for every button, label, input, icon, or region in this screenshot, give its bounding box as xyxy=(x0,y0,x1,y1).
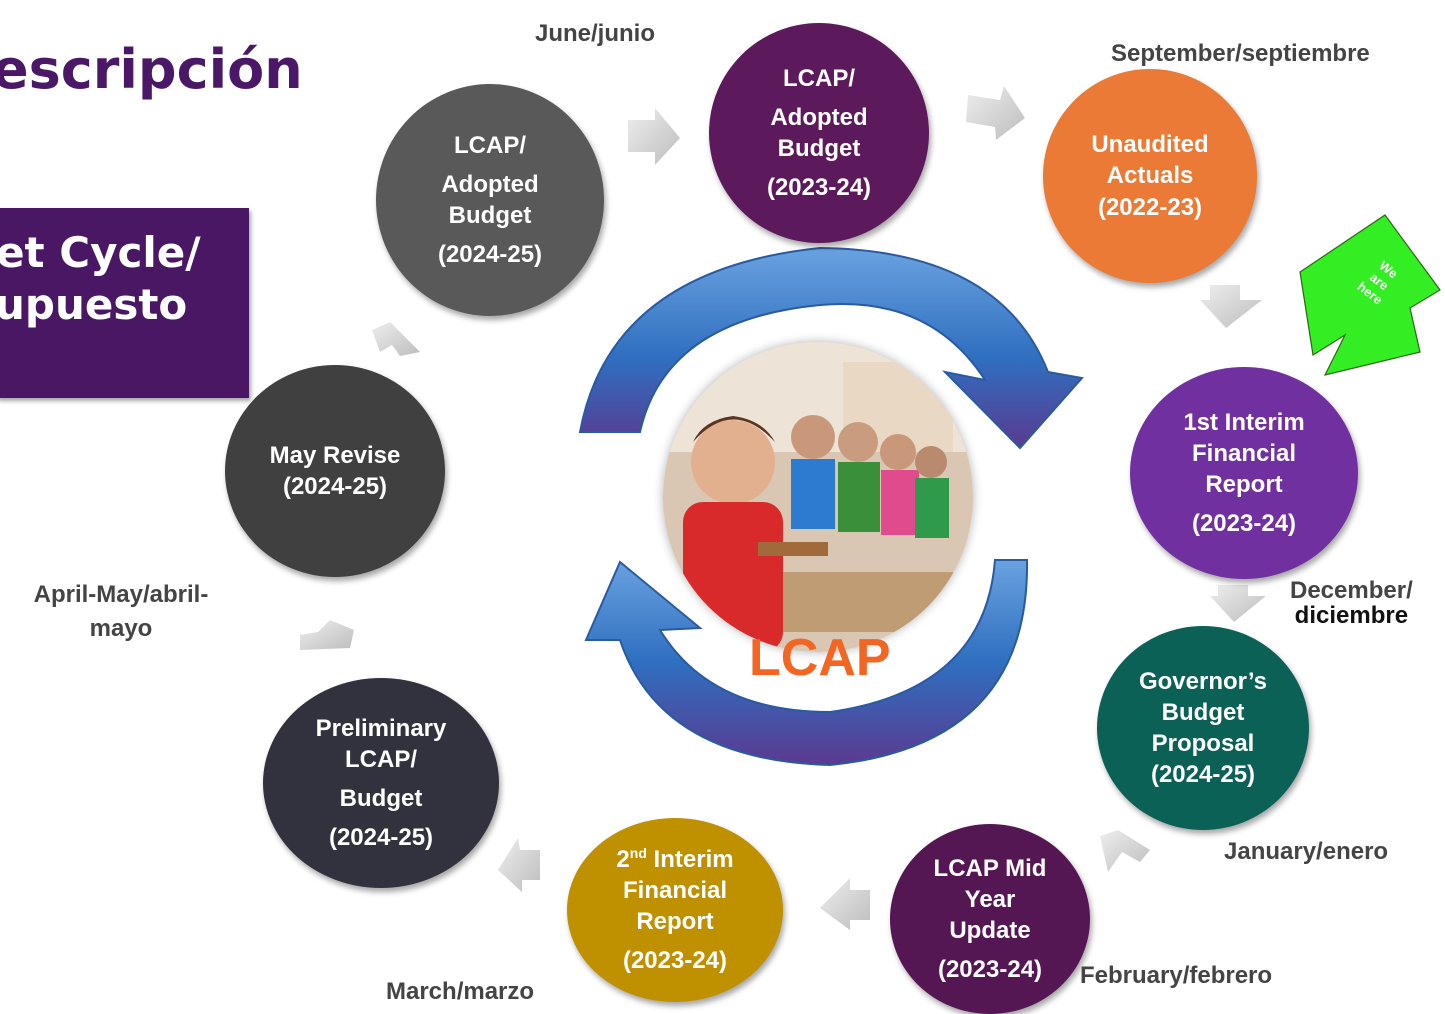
chevron-up-icon xyxy=(300,620,354,650)
bottom-cycle-arrow xyxy=(584,559,1029,767)
node-december-first-interim: 1st Interim Financial Report (2023-24) xyxy=(1130,367,1358,579)
node-line: Budget xyxy=(448,202,532,229)
month-december: December/ diciembre xyxy=(1290,577,1413,630)
node-line: Adopted xyxy=(441,170,539,198)
month-april-line2: mayo xyxy=(89,614,153,642)
children-photo-image xyxy=(663,342,973,652)
page-title: escripción xyxy=(0,38,303,101)
node-preliminary-lcap-budget: Preliminary LCAP/ Budget (2024-25) xyxy=(263,678,499,888)
chevron-left-icon xyxy=(820,878,870,930)
month-april-may: April-May/abril- mayo xyxy=(12,578,230,645)
node-line: Report xyxy=(636,908,714,935)
node-line: Adopted xyxy=(770,103,868,131)
node-line: Report xyxy=(1205,471,1283,498)
we-are-here-arrow xyxy=(1299,214,1441,376)
node-line: Financial xyxy=(622,876,728,904)
classroom-photo xyxy=(663,342,973,652)
node-line: Year xyxy=(964,885,1016,913)
center-lcap-label: LCAP xyxy=(749,629,891,687)
month-september: September/septiembre xyxy=(1111,40,1370,67)
chevron-down-left-icon xyxy=(1100,830,1150,872)
node-line: Proposal xyxy=(1151,730,1255,757)
node-january-governors-budget: Governor’s Budget Proposal (2024-25) xyxy=(1097,626,1309,830)
node-line: (2024-25) xyxy=(437,241,543,269)
node-line: LCAP/ xyxy=(454,131,526,159)
node-line: Governor’s xyxy=(1138,667,1268,695)
node-line: (2023-24) xyxy=(937,956,1043,984)
node-line: (2024-25) xyxy=(328,824,434,852)
node-line: (2023-24) xyxy=(766,174,872,202)
node-next-adopted-budget: LCAP/ Adopted Budget (2024-25) xyxy=(376,84,604,316)
ordinal-number: 2 xyxy=(616,845,630,873)
node-february-lcap-mid-year: LCAP Mid Year Update (2023-24) xyxy=(890,824,1090,1014)
month-december-line2: diciembre xyxy=(1294,602,1409,630)
node-line: LCAP Mid xyxy=(933,854,1047,882)
node-line: Preliminary xyxy=(315,714,447,742)
node-line: (2024-25) xyxy=(282,473,388,500)
node-line: Actuals xyxy=(1106,162,1194,190)
node-line: Budget xyxy=(1161,698,1245,726)
node-may-revise: May Revise (2024-25) xyxy=(225,365,445,577)
node-june-adopted-budget: LCAP/ Adopted Budget (2023-24) xyxy=(709,23,929,243)
node-line: 2nd Interim xyxy=(616,844,733,875)
node-line: 1st Interim xyxy=(1183,408,1305,436)
chevron-right-icon xyxy=(966,86,1025,140)
chevron-up-icon xyxy=(372,322,420,356)
chevron-left-icon xyxy=(498,838,540,892)
month-february: February/febrero xyxy=(1080,962,1273,989)
node-line: (2023-24) xyxy=(1191,510,1297,538)
node-line: Unaudited xyxy=(1091,131,1209,159)
ordinal-suffix: nd xyxy=(629,844,647,861)
banner-line-2: supuesto xyxy=(0,280,188,329)
node-line: Update xyxy=(949,917,1031,944)
banner-line-1: get Cycle/ xyxy=(0,228,201,277)
node-line: LCAP/ xyxy=(783,64,855,92)
node-line: LCAP/ xyxy=(345,745,417,773)
node-line: Financial xyxy=(1191,439,1297,467)
node-march-second-interim: 2nd Interim Financial Report (2023-24) xyxy=(567,818,783,1002)
node-line: Budget xyxy=(339,785,423,812)
top-cycle-arrow xyxy=(578,246,1084,450)
node-september-unaudited-actuals: Unaudited Actuals (2022-23) xyxy=(1043,69,1257,283)
month-march: March/marzo xyxy=(386,978,535,1005)
connector-chevrons xyxy=(300,86,1266,930)
month-january: January/enero xyxy=(1224,838,1389,865)
month-april-line1: April-May/abril- xyxy=(33,581,209,608)
interim-word: Interim xyxy=(646,845,734,873)
month-june: June/junio xyxy=(535,20,655,47)
chevron-down-icon xyxy=(1210,585,1266,622)
node-line: (2023-24) xyxy=(622,947,728,975)
node-line: Budget xyxy=(777,135,861,162)
month-december-line1: December/ xyxy=(1290,577,1413,604)
node-line: (2022-23) xyxy=(1097,193,1203,221)
budget-cycle-banner: get Cycle/ supuesto xyxy=(0,208,249,398)
node-line: May Revise xyxy=(269,441,401,469)
node-line: (2024-25) xyxy=(1150,761,1256,789)
chevron-right-icon xyxy=(628,108,680,165)
chevron-down-icon xyxy=(1200,285,1262,328)
